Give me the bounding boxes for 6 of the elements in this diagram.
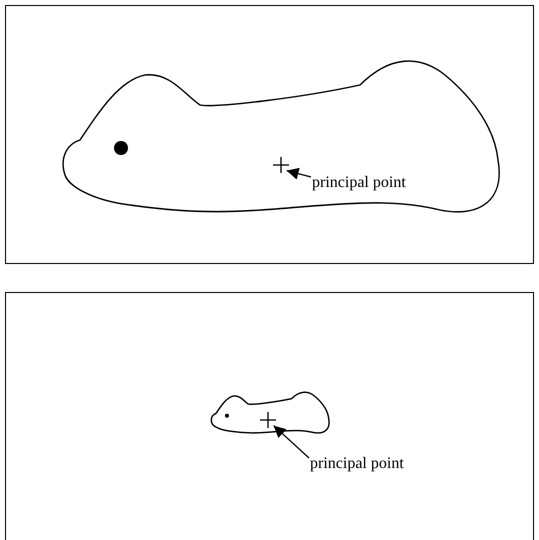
leader-arrow — [273, 425, 310, 458]
callout-text: principal point — [310, 455, 404, 473]
crosshair-mark — [273, 157, 289, 173]
leader-arrow — [286, 168, 312, 180]
callout-text: principal point — [312, 174, 406, 192]
crosshair-mark — [260, 412, 276, 428]
